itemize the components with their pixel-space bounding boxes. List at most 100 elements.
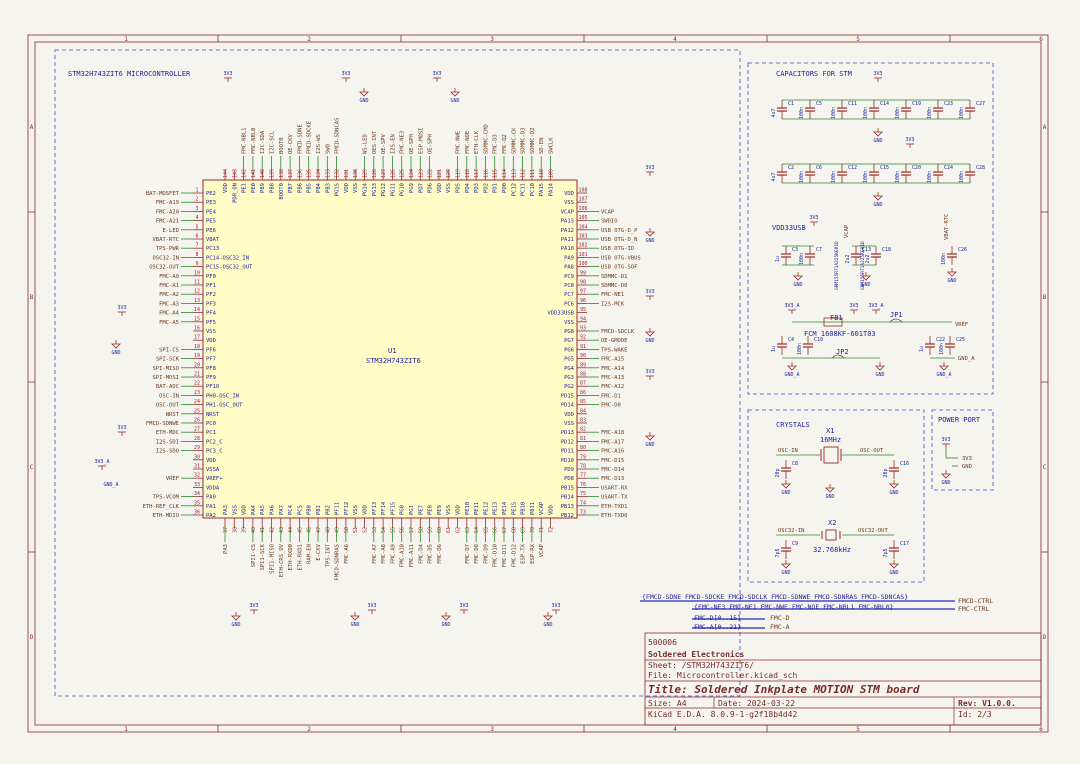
tb-id-label: Id: 2/3: [958, 710, 992, 719]
net-label: FMC-NWE: [456, 131, 462, 154]
row-label: D: [30, 634, 34, 641]
pin-number: 68: [511, 527, 517, 533]
x2-ref: X2: [828, 519, 837, 527]
pin-name: PH0-OSC_IN: [206, 393, 239, 399]
col-label: 3: [490, 36, 494, 43]
pin-name: PG2: [564, 384, 574, 390]
cap-value: 100n: [799, 253, 805, 265]
col-label: 5: [856, 726, 860, 733]
net-label: FMC-A1: [159, 283, 179, 289]
cap-value: 100n: [927, 171, 933, 183]
net-label: FMCD-SDNWE: [146, 421, 179, 427]
pin-name: VDD: [456, 505, 462, 515]
pin-name: VDD: [206, 458, 216, 464]
pin-name: PF11: [335, 502, 341, 515]
pin-name: PG0: [400, 505, 406, 515]
pin-number: 24: [194, 399, 200, 405]
pin-name: VDD: [437, 183, 443, 193]
pin-number: 134: [316, 169, 322, 178]
cap-value: 100n: [863, 107, 869, 119]
gnd-symbol: [645, 435, 655, 441]
cap-value: 7p5: [775, 548, 781, 557]
cap-mpn: GRM155R71A225KE01D: [860, 241, 866, 290]
net-label: I2S-WS: [316, 134, 322, 154]
cap-ref: C18: [882, 247, 891, 253]
net-label: E-LED: [162, 228, 179, 234]
cap-value: 100n: [831, 107, 837, 119]
pin-number: 63: [465, 527, 471, 533]
cap-value: 20p: [883, 468, 889, 477]
pin-number: 20: [194, 362, 200, 368]
net-label: ESP-RX: [530, 543, 536, 564]
pin-number: 12: [194, 289, 200, 295]
pin-name: PD14: [561, 403, 575, 409]
net-label: SWO: [325, 144, 331, 154]
gnd-label: GND_A: [936, 372, 951, 378]
net-label: I2S-SDI: [156, 439, 179, 445]
net-label: ETH-RXD0: [288, 544, 294, 571]
pin-number: 143: [232, 169, 238, 178]
inner-border: [34, 41, 1042, 726]
power-label: 3V3_A: [784, 303, 799, 309]
net-label: FMC-A9: [390, 544, 396, 564]
net-label: ESP-TX: [521, 543, 527, 564]
pin-name: VCAP: [561, 209, 575, 215]
pin-number: 75: [580, 491, 586, 497]
pin-name: PA1: [206, 504, 216, 510]
net-label: FMC-D6: [437, 544, 443, 564]
pin-name: PF4: [206, 311, 217, 317]
net-label: FMC-D14: [601, 467, 625, 473]
cap-ref: C2: [788, 165, 794, 171]
vcap-label: VCAP: [844, 224, 850, 238]
pin-name: VBAT: [206, 237, 220, 243]
power-label: 3V3: [551, 603, 560, 609]
pin-number: 25: [194, 408, 200, 414]
pin-name: PH1-OSC_OUT: [206, 403, 243, 409]
pin-number: 99: [580, 270, 586, 276]
pin-number: 113: [511, 169, 517, 178]
net-label: SDMMC-D3: [521, 128, 527, 155]
pin-number: 65: [483, 527, 489, 533]
pin-number: 6: [195, 234, 198, 240]
col-label: 3: [490, 726, 494, 733]
net-label: SWDIO: [601, 219, 618, 225]
pin-number: 54: [381, 527, 387, 533]
pin-number: 80: [580, 445, 586, 451]
pin-number: 103: [578, 234, 587, 240]
net-label: FMC-A2: [159, 292, 179, 298]
pin-number: 5: [195, 224, 198, 230]
pin-name: VSS: [446, 183, 452, 193]
cap-ref: C26: [958, 247, 967, 253]
pin-number: 8: [195, 252, 198, 258]
net-label: E-CKV: [316, 543, 322, 560]
pin-number: 13: [194, 298, 200, 304]
pin-number: 82: [580, 427, 586, 433]
capacitor-section: C14u7C5100nC11100nC14100nC19100nC23100nC…: [771, 71, 985, 378]
pin-name: PA11: [561, 237, 574, 243]
pin-name: PD7: [418, 183, 424, 193]
net-label: FMC-A11: [409, 544, 415, 567]
gnd-symbol: [350, 615, 360, 621]
pin-number: 71: [539, 527, 545, 533]
pin-name: PD1: [493, 183, 499, 193]
cap-value: 20p: [775, 468, 781, 477]
pin-number: 93: [580, 326, 586, 332]
pin-number: 131: [344, 169, 350, 178]
u1-value: STM32H743ZIT6: [366, 357, 421, 365]
gnd-symbol: [441, 615, 451, 621]
gnd-label: GND: [231, 622, 240, 628]
pin-number: 43: [279, 527, 285, 533]
net-label: USART-RX: [601, 485, 628, 491]
net-label: ETH-CRS_DV: [279, 543, 285, 577]
pin-number: 52: [363, 527, 369, 533]
pin-name: PG5: [564, 357, 574, 363]
pin-name: VDD: [549, 505, 555, 515]
pin-number: 104: [578, 224, 587, 230]
pin-number: 36: [194, 510, 200, 516]
pin-name: PC8: [564, 283, 574, 289]
pin-name: PB12: [561, 513, 574, 519]
